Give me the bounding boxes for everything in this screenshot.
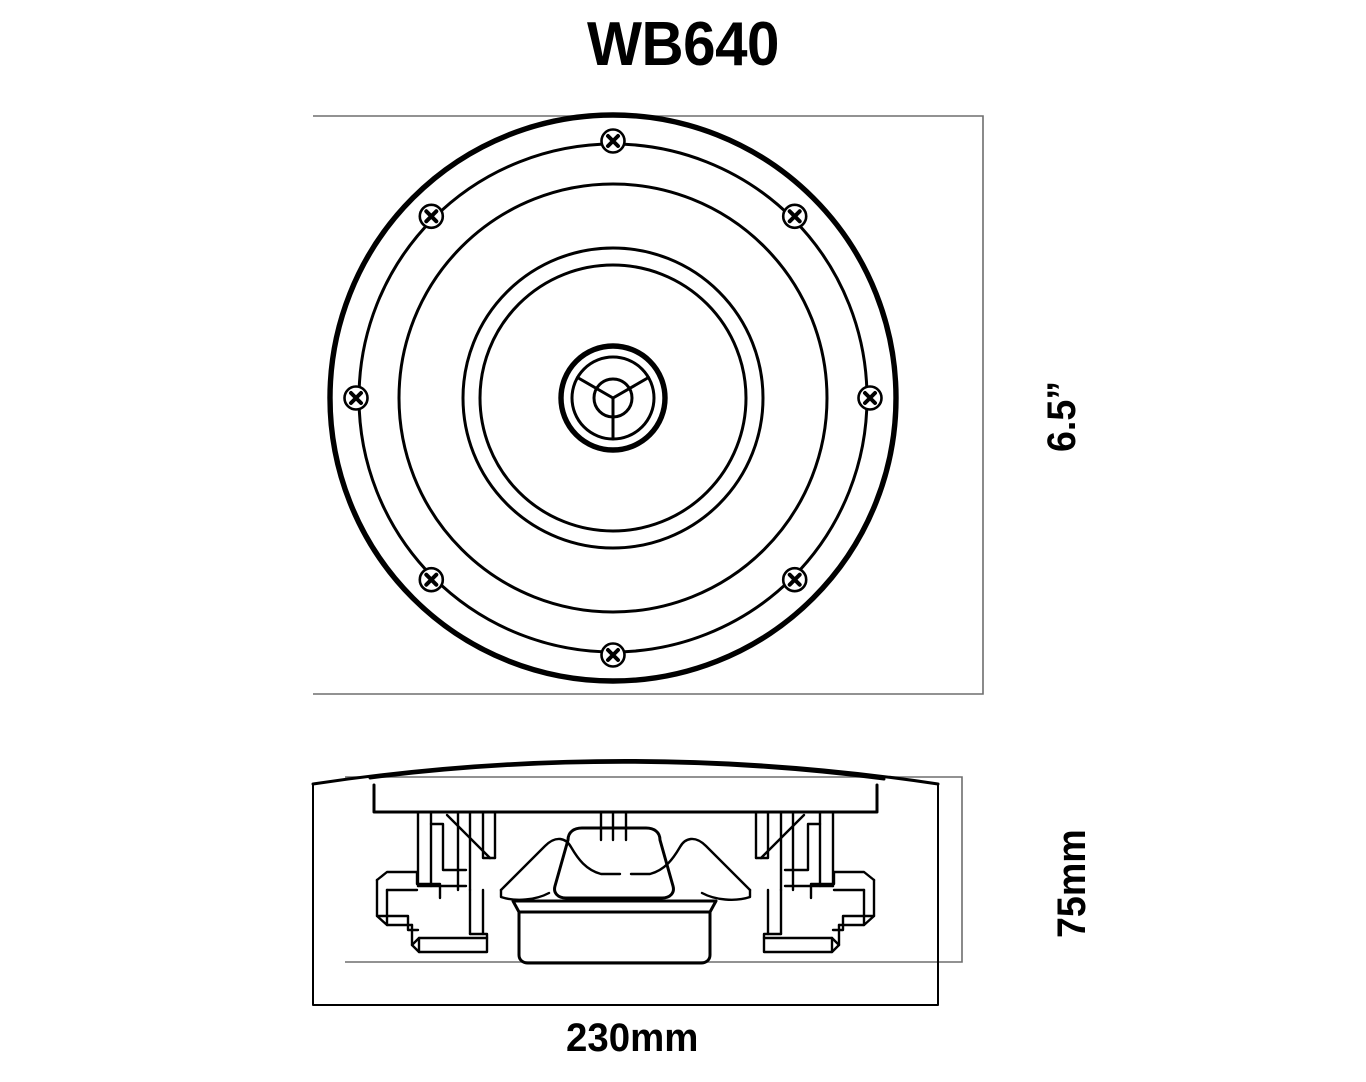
mounting-screws — [343, 128, 883, 668]
cone-surround-inner-ring — [478, 263, 748, 533]
dimension-label-depth: 75mm — [1050, 829, 1094, 938]
screw-bottom — [600, 642, 626, 668]
screw-right — [857, 385, 883, 411]
mounting-flange — [372, 783, 879, 814]
cone-surround-outer-ring — [461, 246, 765, 550]
screw-left — [343, 385, 369, 411]
tweeter-dome-ring — [592, 377, 634, 419]
screw-bottom-left — [418, 566, 445, 593]
clamp-assembly-left — [375, 810, 622, 954]
clamp-assembly-right — [629, 810, 876, 954]
screw-top-left — [418, 203, 445, 230]
screw-top — [600, 128, 626, 154]
top-face-view — [313, 112, 984, 695]
screw-bottom-right — [781, 566, 808, 593]
tweeter-housing-outer-ring — [558, 343, 668, 453]
dimension-label-width: 230mm — [566, 1016, 699, 1060]
side-view-dimension-box — [345, 776, 963, 963]
grille-dome — [311, 759, 940, 786]
page-title: WB640 — [587, 10, 779, 79]
screw-top-right — [781, 203, 808, 230]
side-view-outline — [312, 783, 939, 1006]
driver-cone-and-magnet — [511, 810, 718, 965]
outer-bezel-ring — [327, 112, 899, 684]
center-tweeter-assembly — [558, 343, 668, 453]
grille-ring-2 — [397, 182, 829, 614]
dimension-label-height: 6.5” — [1040, 380, 1084, 452]
